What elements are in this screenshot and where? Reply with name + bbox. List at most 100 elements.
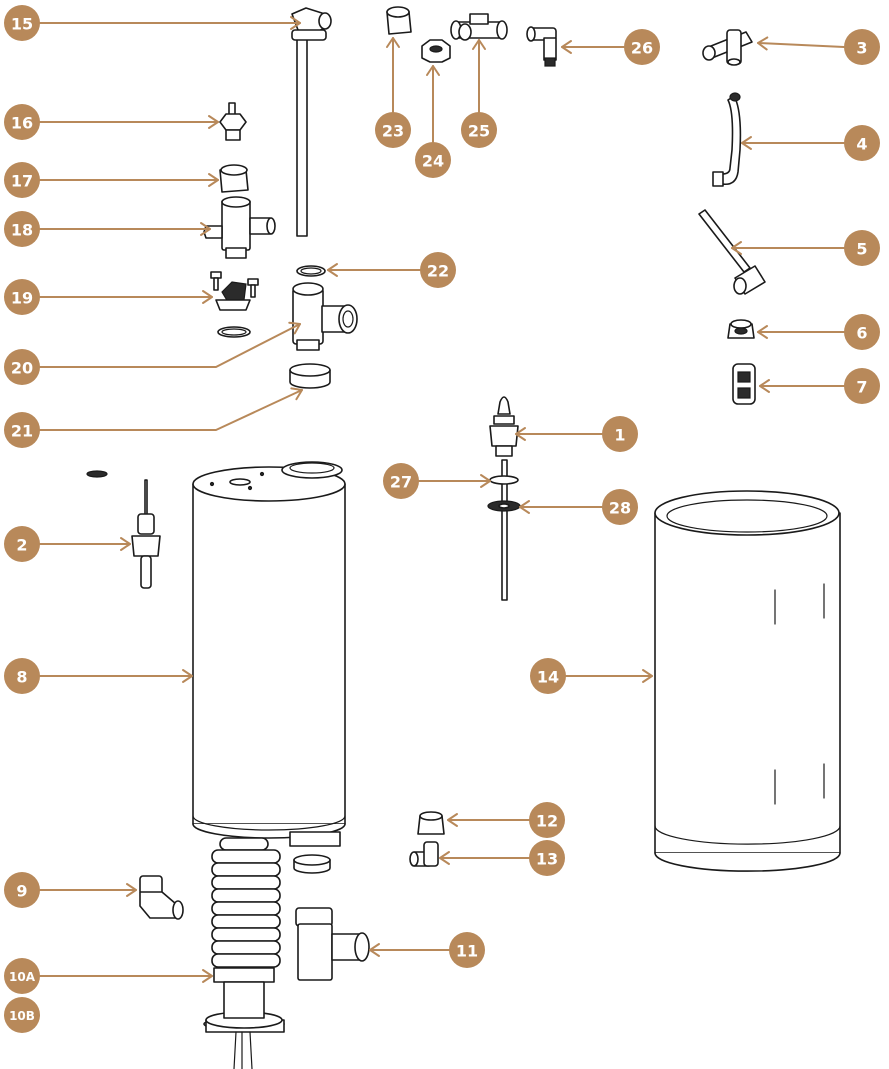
badge-circle-c3 xyxy=(844,29,880,65)
callout-number-c6: 6 xyxy=(856,324,867,343)
arrowhead-c7 xyxy=(759,379,770,393)
leader-c20 xyxy=(39,323,301,368)
badge-circle-c24 xyxy=(415,142,451,178)
arrowhead-c10a xyxy=(202,969,213,983)
badge-circle-c22 xyxy=(420,252,456,288)
part-25-tee-connector xyxy=(450,13,508,41)
part-15-elbow-dip-tube xyxy=(291,7,332,237)
callout-badge-c14: 14 xyxy=(530,658,566,694)
callout-badge-c10b: 10B xyxy=(4,997,40,1033)
callout-badge-c9: 9 xyxy=(4,872,40,908)
callout-badge-c24: 24 xyxy=(415,142,451,178)
badge-circle-c16 xyxy=(4,104,40,140)
badge-circle-c17 xyxy=(4,162,40,198)
callout-number-c14: 14 xyxy=(537,668,559,687)
part-8-main-cylinder xyxy=(192,461,346,847)
callout-badge-c2: 2 xyxy=(4,526,40,562)
arrowhead-c4 xyxy=(741,136,752,150)
badge-circle-c27 xyxy=(383,463,419,499)
callout-badge-c13: 13 xyxy=(529,840,565,876)
arrowhead-c6 xyxy=(757,325,768,339)
arrowhead-c9 xyxy=(126,883,137,897)
part-26-elbow xyxy=(526,26,557,67)
arrowhead-c2 xyxy=(120,537,131,551)
badge-circle-c1 xyxy=(602,416,638,452)
part-12-bushing xyxy=(417,811,445,835)
callout-badge-c12: 12 xyxy=(529,802,565,838)
part-9-elbow-fitting xyxy=(139,875,184,920)
callout-number-c16: 16 xyxy=(11,114,33,133)
callout-number-c11: 11 xyxy=(456,942,478,961)
badge-circle-c26 xyxy=(624,29,660,65)
badge-circle-c11 xyxy=(449,932,485,968)
part-22-washer xyxy=(296,265,326,277)
callout-badge-c8: 8 xyxy=(4,658,40,694)
arrowhead-c14 xyxy=(642,669,653,683)
badge-circle-c4 xyxy=(844,125,880,161)
arrowhead-c24 xyxy=(426,65,440,76)
badge-circle-c10a xyxy=(4,958,40,994)
spare-ring xyxy=(293,854,331,874)
arrowhead-c19 xyxy=(202,290,213,304)
callout-number-c20: 20 xyxy=(11,359,33,378)
callout-badge-c25: 25 xyxy=(461,112,497,148)
callout-number-c18: 18 xyxy=(11,221,33,240)
callout-badge-c11: 11 xyxy=(449,932,485,968)
heating-coil xyxy=(211,837,281,968)
callout-badge-c21: 21 xyxy=(4,412,40,448)
callout-number-c22: 22 xyxy=(427,262,449,281)
arrowhead-c28 xyxy=(519,500,530,514)
callout-number-c17: 17 xyxy=(11,172,33,191)
arrowhead-c17 xyxy=(208,173,219,187)
arrowhead-c11 xyxy=(369,943,380,957)
badge-circle-c23 xyxy=(375,112,411,148)
callout-number-c23: 23 xyxy=(382,122,404,141)
part-7-check-valve xyxy=(732,363,756,405)
arrowhead-c23 xyxy=(386,37,400,48)
callout-badge-c1: 1 xyxy=(602,416,638,452)
callout-number-c25: 25 xyxy=(468,122,490,141)
arrowhead-c12 xyxy=(447,813,458,827)
callout-number-c13: 13 xyxy=(536,850,558,869)
leader-c3 xyxy=(757,42,845,48)
part-23-bushing xyxy=(386,6,412,35)
arrowhead-c25 xyxy=(472,39,486,50)
callout-number-c19: 19 xyxy=(11,289,33,308)
badge-circle-c20 xyxy=(4,349,40,385)
badge-circle-c14 xyxy=(530,658,566,694)
callout-badge-c20: 20 xyxy=(4,349,40,385)
badge-circle-c28 xyxy=(602,489,638,525)
callout-badge-c18: 18 xyxy=(4,211,40,247)
part-28-washer xyxy=(487,500,521,512)
callout-badge-c23: 23 xyxy=(375,112,411,148)
callout-number-c21: 21 xyxy=(11,422,33,441)
callout-badge-c10a: 10A xyxy=(4,958,40,994)
part-27-washer xyxy=(489,475,519,485)
callout-badge-c26: 26 xyxy=(624,29,660,65)
badge-circle-c15 xyxy=(4,5,40,41)
badge-circle-c7 xyxy=(844,368,880,404)
arrowhead-c22 xyxy=(327,263,338,277)
callout-number-c4: 4 xyxy=(856,135,867,154)
callout-number-c3: 3 xyxy=(856,39,867,58)
part-5-probe-rod xyxy=(698,209,766,295)
part-10-base-flange xyxy=(203,967,285,1069)
callout-badge-c17: 17 xyxy=(4,162,40,198)
part-2-sensor-fitting xyxy=(86,470,161,589)
part-19-clip-screws xyxy=(210,271,259,338)
part-16-barb-connector xyxy=(219,102,247,141)
part-11-tee-fitting xyxy=(295,907,370,981)
part-3-tee-quick-connector xyxy=(702,29,753,66)
badge-circle-c13 xyxy=(529,840,565,876)
part-1-probe xyxy=(489,396,519,601)
arrowhead-c21 xyxy=(290,387,303,401)
arrowhead-c15 xyxy=(290,16,301,30)
callout-badge-c27: 27 xyxy=(383,463,419,499)
part-4-bent-tube xyxy=(712,92,742,187)
arrowhead-c1 xyxy=(515,427,526,441)
callout-number-c12: 12 xyxy=(536,812,558,831)
callout-leaders xyxy=(39,16,845,983)
badge-circle-c5 xyxy=(844,230,880,266)
